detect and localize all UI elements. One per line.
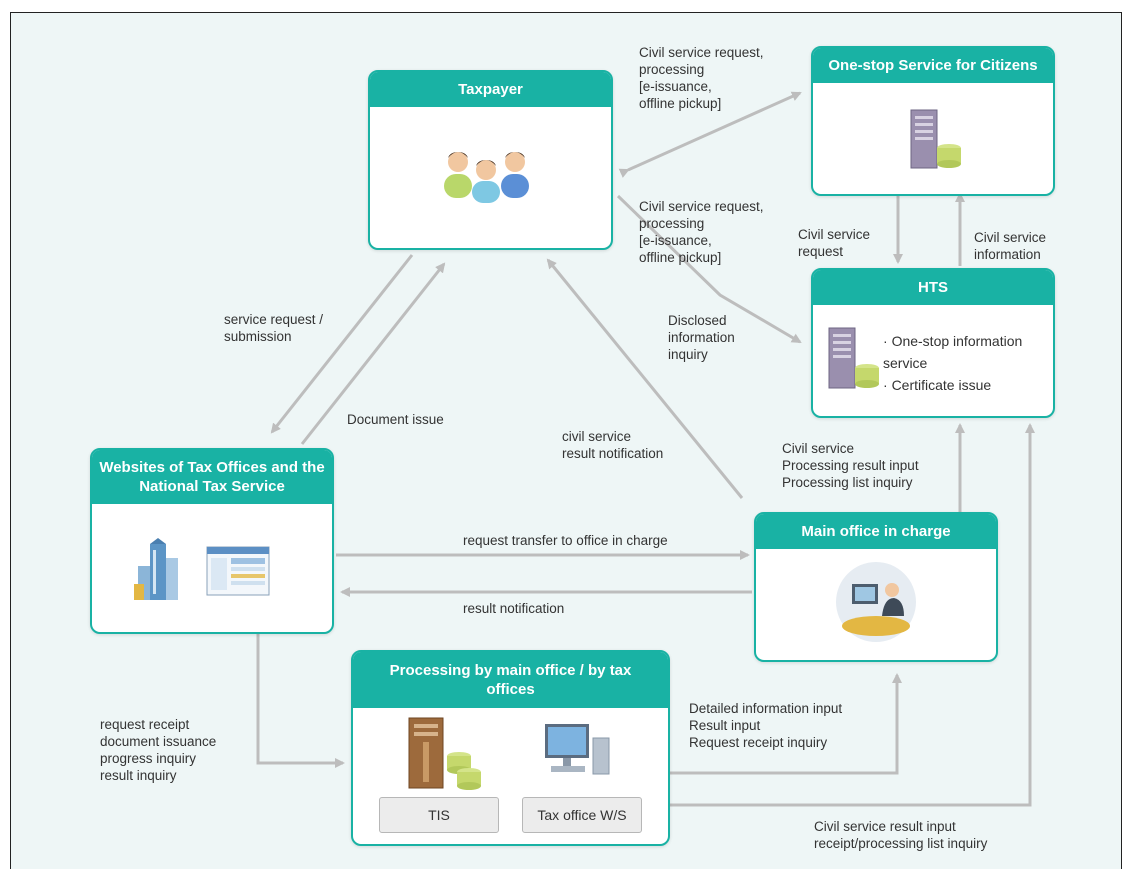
label-result-notification: result notification <box>463 601 565 616</box>
hts-items: · One-stop information service · Certifi… <box>883 330 1053 396</box>
label-disclosed-inquiry: Disclosed information inquiry <box>668 313 735 362</box>
label-main-to-hts: Civil service Processing result input Pr… <box>782 441 919 490</box>
label-civil-service-request: Civil service request <box>798 227 871 259</box>
hts-title: HTS <box>813 270 1053 305</box>
label-civil-service-information: Civil service information <box>974 230 1047 262</box>
label-request-receipt: request receipt document issuance progre… <box>100 717 217 783</box>
arrow-taxpayer-websites <box>270 254 414 434</box>
processing-title: Processing by main office / by tax offic… <box>353 652 668 708</box>
websites-box: Websites of Tax Offices and the National… <box>90 448 334 634</box>
arrow-processing-main <box>670 673 902 775</box>
people-icon <box>444 152 529 203</box>
taxpayer-title: Taxpayer <box>370 72 611 107</box>
server-database-icon <box>408 717 481 790</box>
arrow-websites-processing <box>256 634 345 768</box>
tax-office-ws-label: Tax office W/S <box>522 797 642 833</box>
buildings-icon <box>134 538 178 600</box>
tis-label: TIS <box>379 797 499 833</box>
server-database-icon <box>828 327 879 389</box>
webpage-icon <box>206 546 270 596</box>
label-document-issue: Document issue <box>347 412 444 427</box>
arrow-processing-hts <box>670 423 1035 807</box>
label-civil-result-notification: civil service result notification <box>562 429 664 461</box>
arrow-main-taxpayer <box>546 258 744 499</box>
main-office-title: Main office in charge <box>756 514 996 549</box>
label-civil-result-input: Civil service result input receipt/proce… <box>814 819 988 851</box>
label-civil-request-top: Civil service request, processing [e-iss… <box>639 45 764 111</box>
arrow-taxpayer-onestop <box>618 91 802 178</box>
label-service-request: service request / submission <box>224 312 324 344</box>
hts-box: HTS · One-stop information service · Cer… <box>811 268 1055 418</box>
label-request-transfer: request transfer to office in charge <box>463 533 668 548</box>
label-civil-request-mid: Civil service request, processing [e-iss… <box>639 199 764 265</box>
server-database-icon <box>910 109 961 169</box>
arrow-websites-taxpayer <box>300 262 446 445</box>
onestop-title: One-stop Service for Citizens <box>813 48 1053 83</box>
label-detailed-info: Detailed information input Result input … <box>689 701 843 750</box>
workstation-icon <box>545 724 610 775</box>
onestop-box: One-stop Service for Citizens <box>811 46 1055 196</box>
operator-computer-icon <box>836 562 916 642</box>
hts-item: · One-stop information service <box>883 333 1023 371</box>
main-office-box: Main office in charge <box>754 512 998 662</box>
arrow-taxpayer-hts <box>616 194 802 344</box>
websites-title: Websites of Tax Offices and the National… <box>92 450 332 504</box>
taxpayer-box: Taxpayer <box>368 70 613 250</box>
hts-item: · Certificate issue <box>883 377 992 393</box>
processing-box: Processing by main office / by tax offic… <box>351 650 670 846</box>
